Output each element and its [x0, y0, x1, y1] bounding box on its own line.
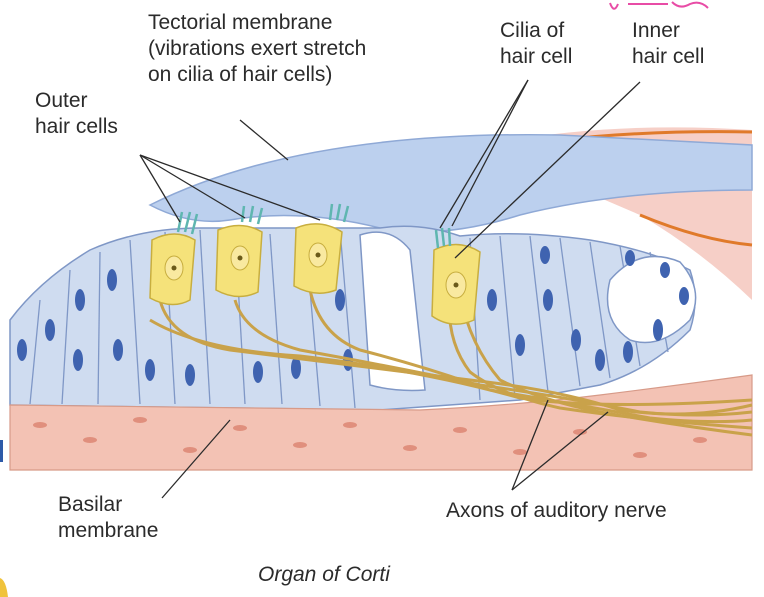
tectorial-membrane [148, 133, 753, 233]
basilar-label-line-2: membrane [58, 519, 159, 542]
tectorial-membrane-label: Tectorial membrane (vibrations exert str… [148, 10, 366, 88]
inner-hair-cell [431, 227, 481, 325]
cilia-label-line-2: hair cell [500, 45, 573, 68]
auditory-nerve-axons [149, 289, 753, 437]
tectorial-label-line-2: (vibrations exert stretch [148, 37, 367, 60]
inner-hair-cell-label: Inner hair cell [632, 18, 704, 70]
outer-label-line-2: hair cells [35, 115, 118, 138]
basilar-membrane-label: Basilar membrane [58, 492, 158, 544]
tectorial-label-line-3: on cilia of hair cells) [148, 63, 333, 86]
tunnel-of-corti [359, 231, 426, 392]
inner-sulcus-space [606, 255, 697, 344]
figure-caption: Organ of Corti [258, 563, 390, 586]
inner-label-line-1: Inner [632, 19, 680, 42]
support-cell-nuclei [17, 246, 689, 386]
cilia-label: Cilia of hair cell [500, 18, 572, 70]
outer-hair-cell-2 [215, 205, 264, 298]
outer-hair-cell-1 [149, 211, 199, 306]
tectorial-label-line-1: Tectorial membrane [148, 11, 333, 34]
corner-yellow-mark [0, 578, 8, 597]
outer-label-line-1: Outer [35, 89, 88, 112]
inner-label-line-2: hair cell [632, 45, 705, 68]
cilia-label-line-1: Cilia of [500, 19, 565, 42]
outer-hair-cells-label: Outer hair cells [35, 88, 118, 140]
left-edge-mark [0, 440, 3, 462]
basilar-cell-dots [33, 417, 707, 458]
pink-annotation-mark [609, 1, 709, 10]
orange-border-line-2 [639, 213, 753, 247]
outer-hair-cell-3 [293, 203, 350, 294]
leader-lines [139, 79, 641, 499]
axons-label: Axons of auditory nerve [446, 499, 667, 522]
basilar-label-line-1: Basilar [58, 493, 123, 516]
